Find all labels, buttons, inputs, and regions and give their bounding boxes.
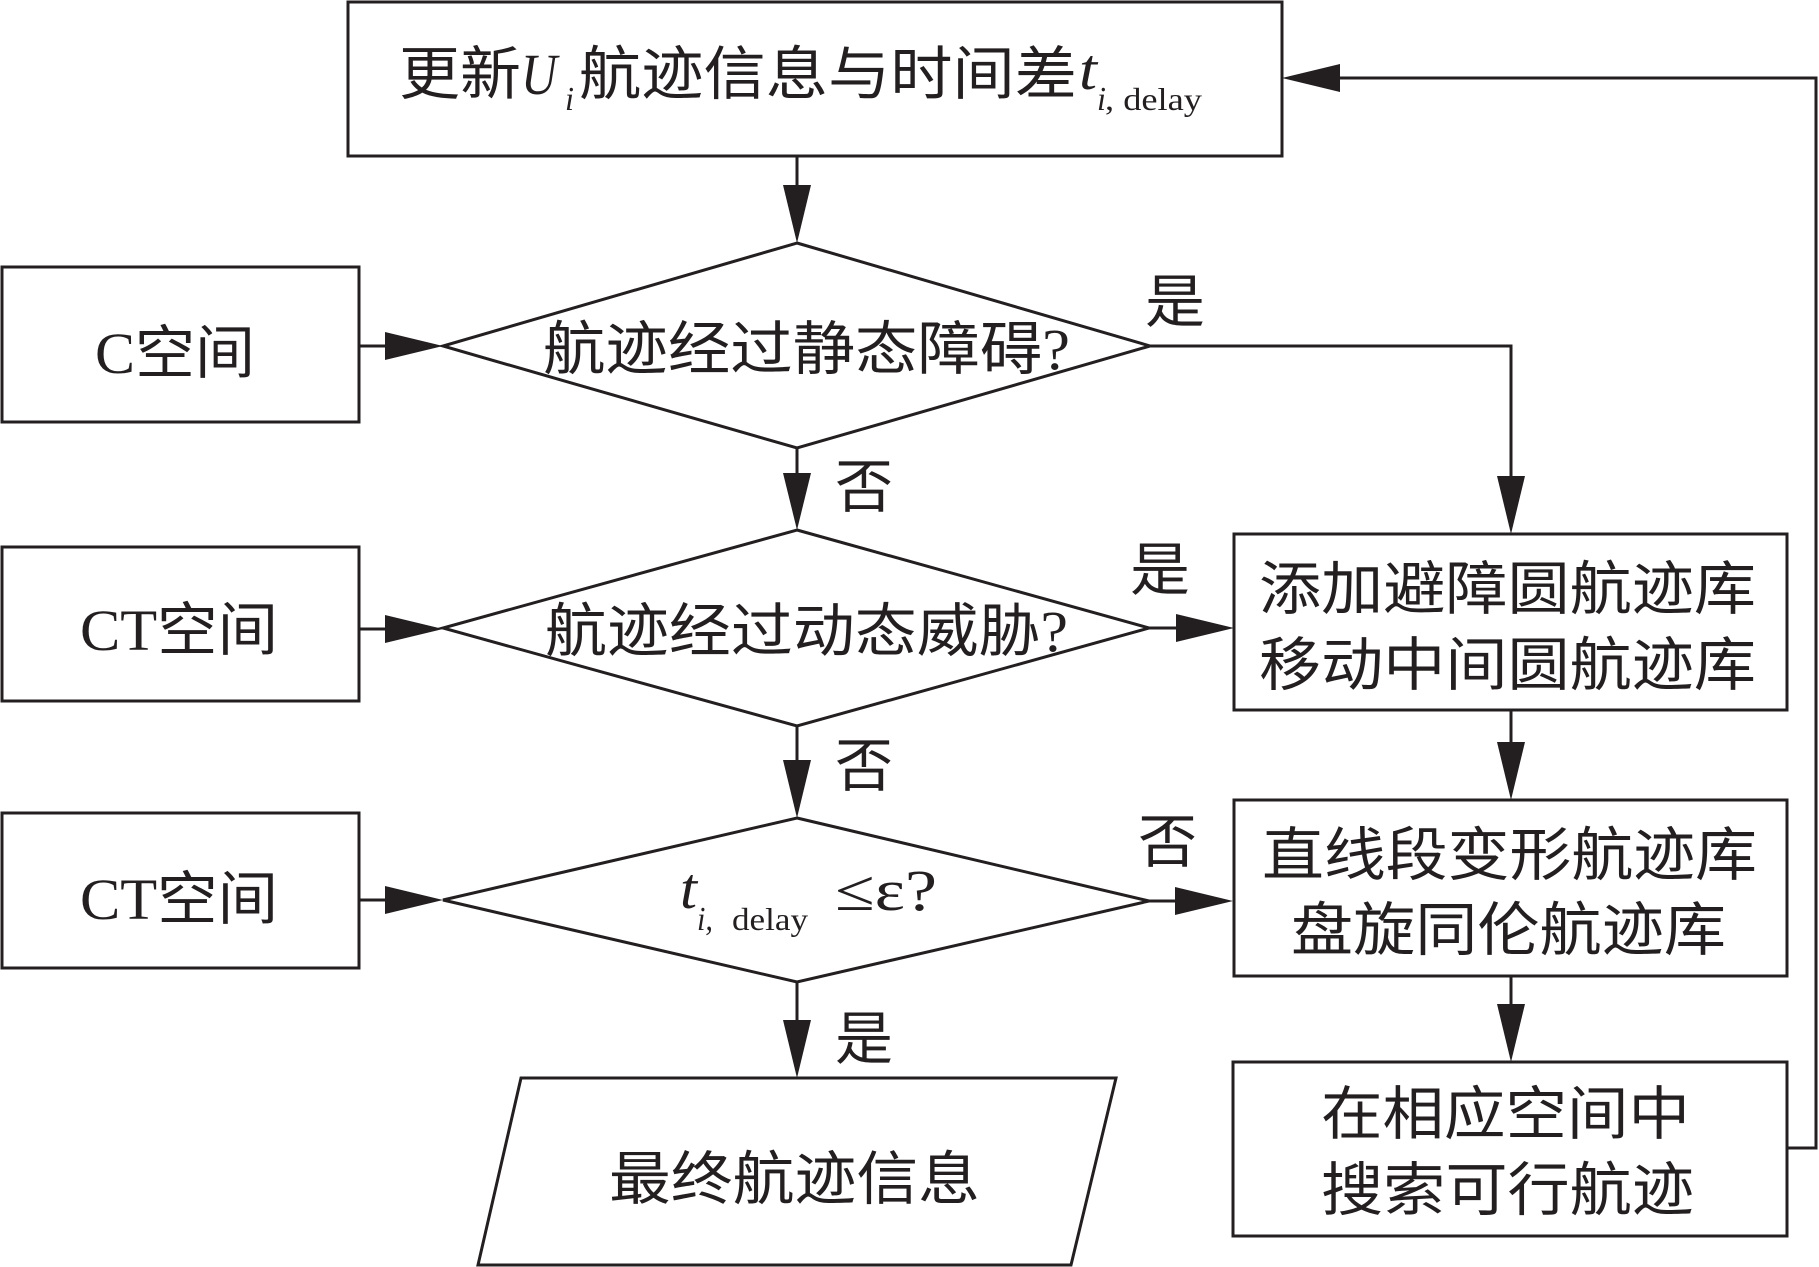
edge-check-dynamic-no <box>783 726 811 818</box>
final-output-parallelogram <box>476 1076 1118 1267</box>
edge-check-dynamic-yes <box>1149 614 1234 642</box>
arrowhead-right-icon <box>1175 887 1233 915</box>
var-t: t <box>1079 37 1099 102</box>
deform-library-line-1: 直线段变形航迹库 <box>1262 823 1757 888</box>
edge-label-delay-yes: 是 <box>835 1007 893 1072</box>
ct-space-dynamic-label: CT空间 <box>80 598 278 663</box>
node-search-space: 在相应空间中 搜索可行航迹 <box>1231 1060 1789 1238</box>
update-box <box>346 0 1284 158</box>
update-middle: 航迹信息与时间差 <box>579 42 1077 107</box>
search-space-line-2: 搜索可行航迹 <box>1321 1158 1694 1223</box>
edge-deform-to-search <box>1497 976 1525 1062</box>
edge-check-delay-yes <box>783 982 811 1078</box>
final-output-label: 最终航迹信息 <box>609 1147 980 1212</box>
add-library-box <box>1232 532 1789 712</box>
node-final-output: 最终航迹信息 <box>476 1076 1118 1267</box>
edge-label-dynamic-yes: 是 <box>1130 538 1190 603</box>
var-t-subscript-i: i <box>1097 81 1106 118</box>
update-prefix: 更新 <box>399 42 521 107</box>
edge-label-static-yes: 是 <box>1145 270 1205 335</box>
edge-check-static-no <box>783 448 811 530</box>
edge-add-to-deform <box>1497 710 1525 800</box>
ct-space-delay-label: CT空间 <box>80 867 278 932</box>
deform-library-box <box>1232 798 1789 978</box>
node-update: 更新 U i 航迹信息与时间差 t i , delay <box>346 0 1284 158</box>
check-dynamic-label: 航迹经过动态威胁? <box>545 599 1068 664</box>
c-space-label: C空间 <box>95 321 255 386</box>
search-space-box <box>1231 1060 1789 1238</box>
delay-var-t-subscript-i: i, <box>697 901 713 938</box>
deform-library-line-2: 盘旋同伦航迹库 <box>1291 898 1726 963</box>
edge-c-space-to-check-static <box>359 332 443 360</box>
arrowhead-right-icon <box>385 332 443 360</box>
update-label: 更新 U i 航迹信息与时间差 t i , delay <box>399 37 1202 123</box>
arrowhead-right-icon <box>385 615 443 643</box>
node-check-delay: t i, delay ≤ε? <box>442 816 1150 984</box>
node-c-space: C空间 <box>0 265 361 424</box>
edge-label-dynamic-no: 否 <box>835 734 893 799</box>
search-space-line-1: 在相应空间中 <box>1321 1082 1690 1147</box>
edge-label-delay-no: 否 <box>1138 810 1197 875</box>
add-library-line-2: 移动中间圆航迹库 <box>1259 633 1756 698</box>
var-u-subscript: i <box>565 81 574 118</box>
arrowhead-down-icon <box>1497 476 1525 534</box>
edge-ct-space-to-check-delay <box>359 886 443 914</box>
check-static-label: 航迹经过静态障碍? <box>543 317 1070 382</box>
connector-line <box>1150 344 1513 490</box>
arrowhead-down-icon <box>783 473 811 530</box>
node-ct-space-dynamic: CT空间 <box>0 545 361 703</box>
connector-line <box>1325 76 1818 1150</box>
var-u: U <box>521 42 561 107</box>
edge-search-feedback-to-update <box>1282 64 1818 1150</box>
edge-check-static-yes <box>1150 344 1525 534</box>
c-space-box <box>0 265 361 424</box>
node-add-library: 添加避障圆航迹库 移动中间圆航迹库 <box>1232 532 1789 712</box>
node-check-static: 航迹经过静态障碍? <box>437 241 1156 450</box>
arrowhead-right-icon <box>1176 614 1234 642</box>
arrowhead-down-icon <box>783 760 811 818</box>
delay-var-t-subscript-delay: delay <box>732 901 808 937</box>
var-t-subscript-delay: , delay <box>1105 81 1202 117</box>
ct-space-delay-box <box>0 811 361 970</box>
node-ct-space-delay: CT空间 <box>0 811 361 970</box>
arrowhead-down-icon <box>783 1020 811 1078</box>
arrowhead-right-icon <box>385 886 443 914</box>
ct-space-dynamic-box <box>0 545 361 703</box>
node-deform-library: 直线段变形航迹库 盘旋同伦航迹库 <box>1232 798 1789 978</box>
edge-ct-space-to-check-dynamic <box>359 615 443 643</box>
check-delay-diamond <box>442 816 1150 984</box>
arrowhead-down-icon <box>783 185 811 243</box>
edge-check-delay-no <box>1149 887 1233 915</box>
edge-label-static-no: 否 <box>835 455 893 520</box>
delay-var-t: t <box>680 856 699 921</box>
check-delay-label: t i, delay ≤ε? <box>680 856 937 943</box>
arrowhead-left-icon <box>1282 64 1340 92</box>
delay-condition: ≤ε? <box>835 858 937 923</box>
edge-update-to-check-static <box>783 156 811 243</box>
arrowhead-down-icon <box>1497 1004 1525 1062</box>
add-library-line-1: 添加避障圆航迹库 <box>1259 557 1756 622</box>
node-check-dynamic: 航迹经过动态威胁? <box>437 528 1155 728</box>
arrowhead-down-icon <box>1497 742 1525 800</box>
